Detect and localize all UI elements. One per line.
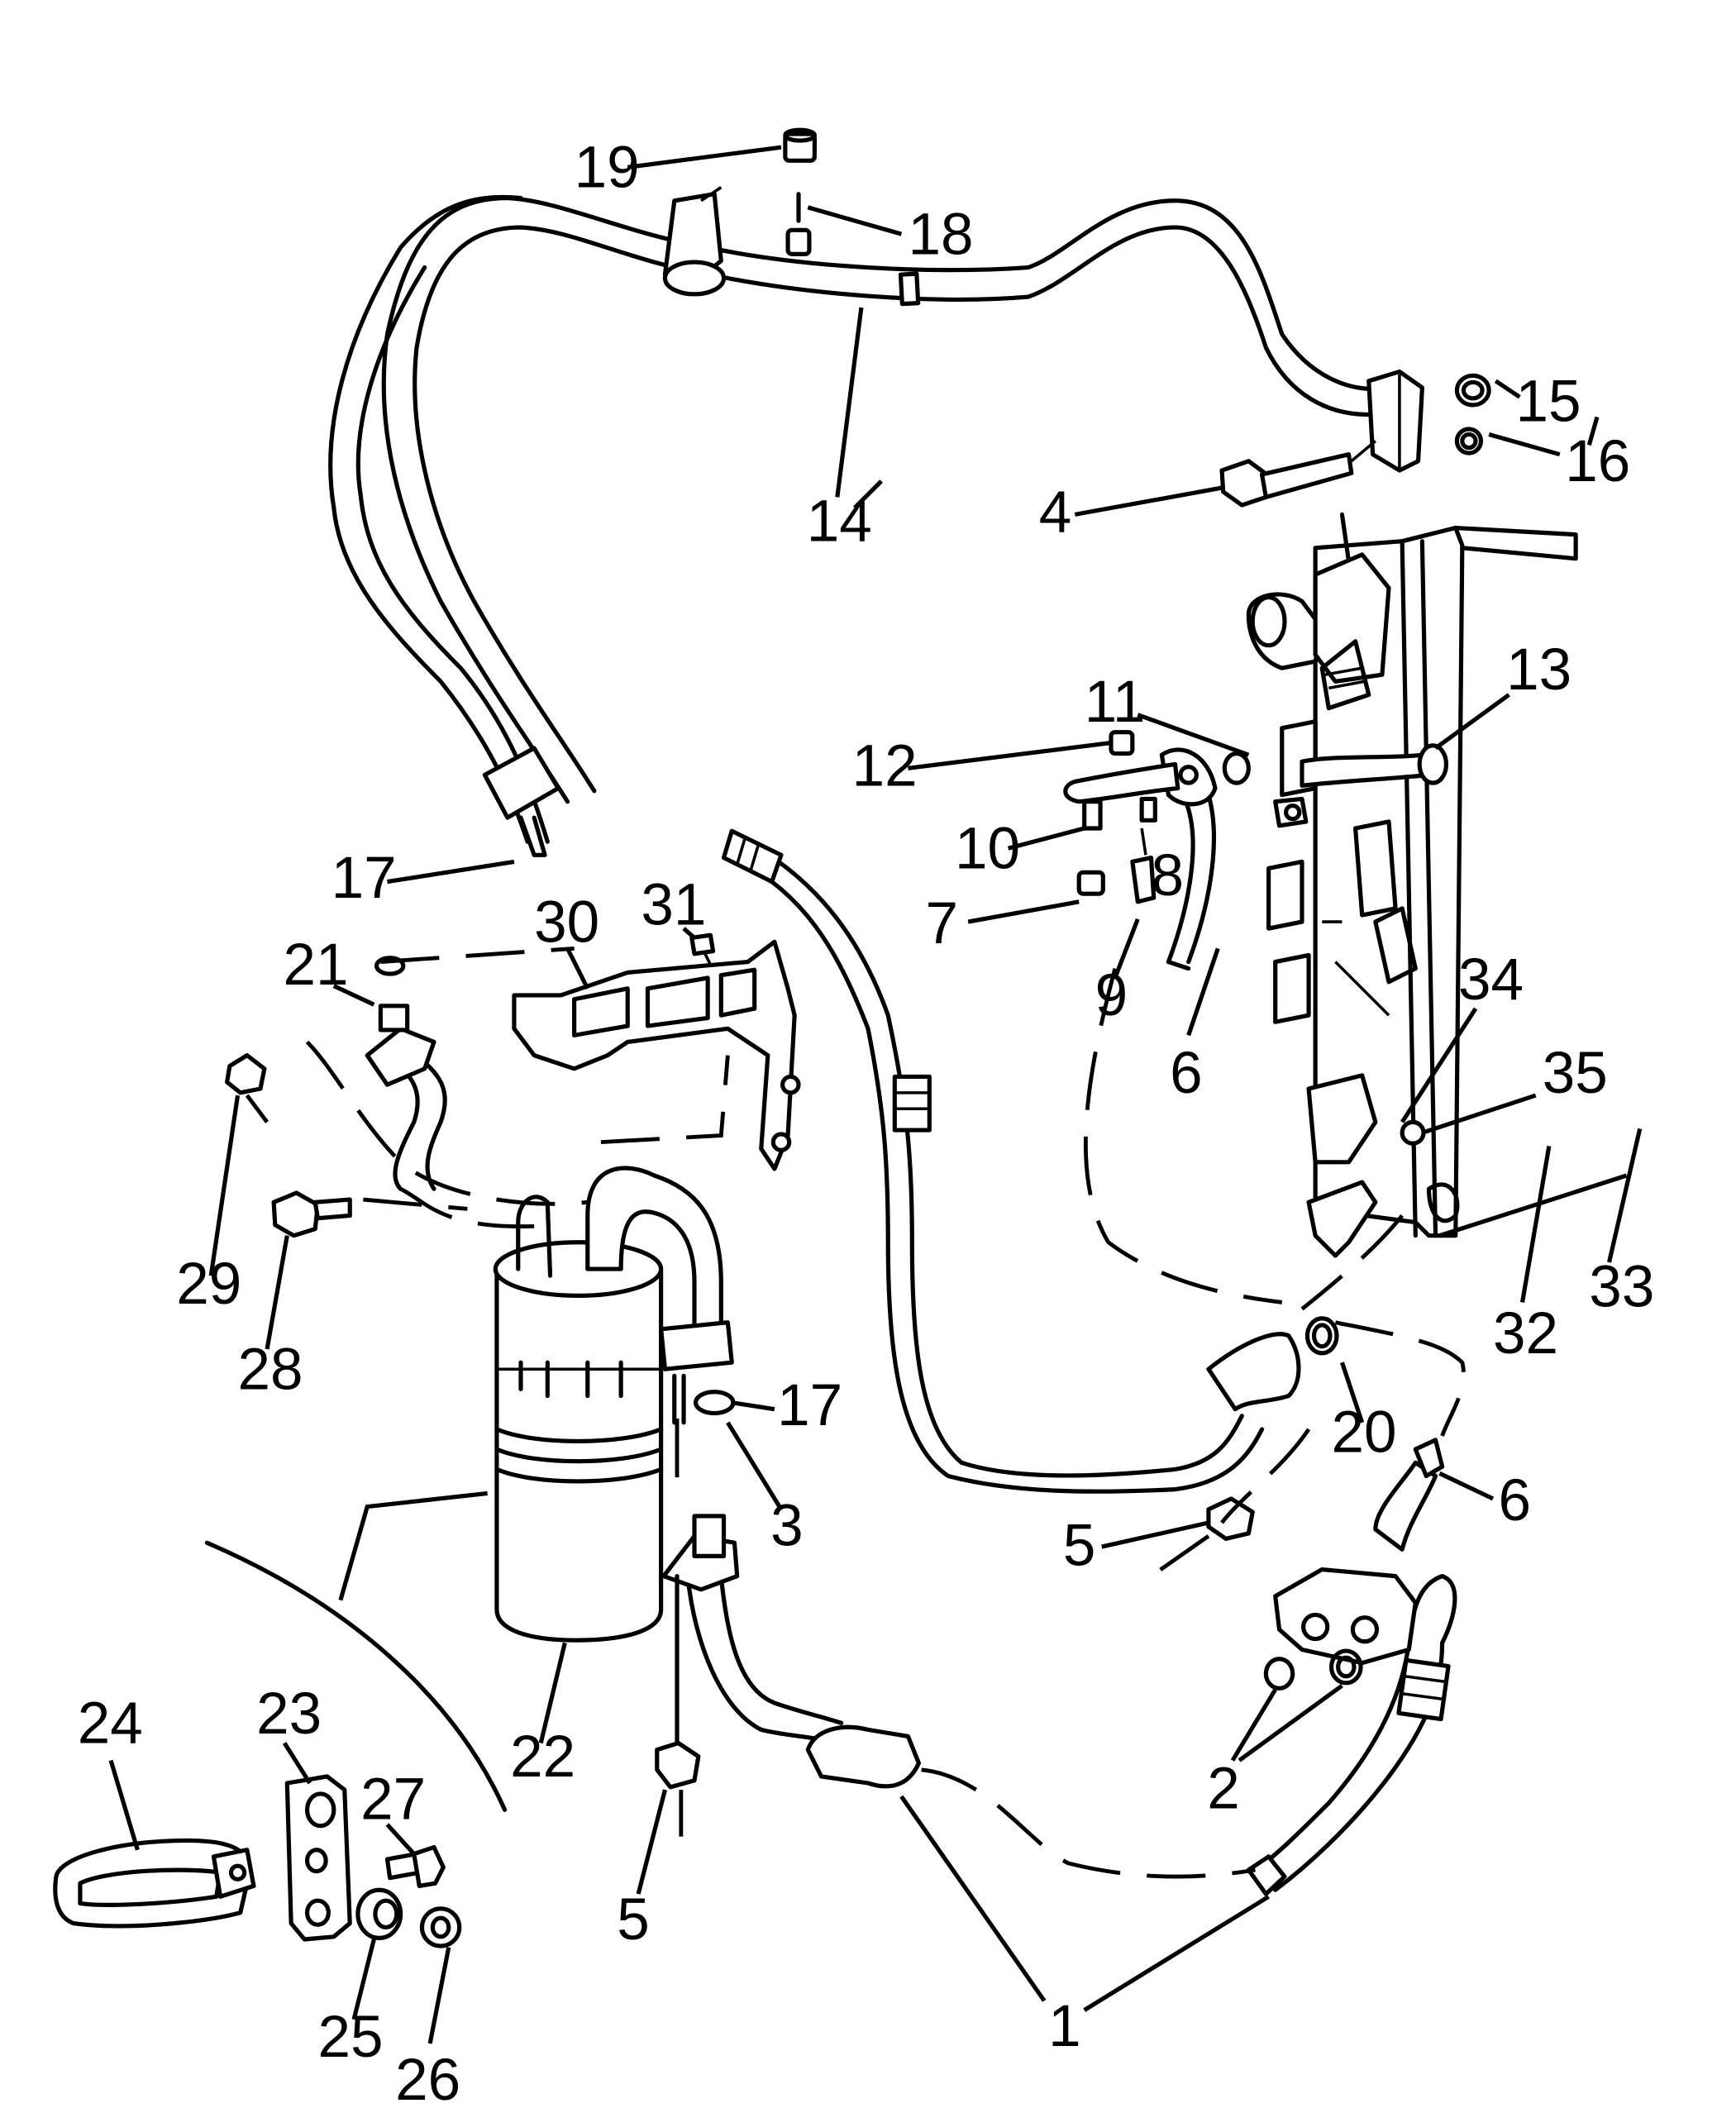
manifold-block [1273,1438,1445,1666]
bolt-4 [1219,440,1376,508]
callout-22: 22 [510,1724,575,1790]
callout-14: 14 [807,489,872,555]
line-crimp-upper [721,828,784,885]
line-junction-marker [898,271,921,307]
callout-5-right: 5 [1063,1514,1096,1579]
valve-core [1139,796,1157,823]
callout-26: 26 [395,2048,460,2108]
tube-fitting-assembly [1063,761,1180,831]
callout-27: 27 [360,1767,426,1833]
callout-5-lower: 5 [617,1887,650,1953]
o-ring-16 [1454,427,1484,455]
callout-16: 16 [1565,429,1630,494]
line-block-fitting [1366,369,1424,473]
callout-labels: 19 18 15 16 14 4 13 11 12 10 8 7 9 6 17 … [78,136,1655,2108]
washer-26 [419,1906,462,1948]
o-ring-17-lower [694,1390,736,1416]
drier-clamp [659,1320,734,1371]
nut-5-right [1206,1496,1255,1541]
callout-8: 8 [1151,843,1184,909]
stud-18 [785,192,812,256]
suction-crimp [1396,1657,1451,1722]
callout-25: 25 [317,2005,383,2070]
reference-arc [204,1540,508,1812]
callout-32: 32 [1493,1301,1558,1366]
callout-23: 23 [256,1681,322,1747]
clip-8-9 [1130,827,1157,904]
receiver-drier-22 [493,1166,734,1643]
upper-line-clip [662,186,727,297]
callout-19: 19 [575,136,640,201]
callout-4: 4 [1039,479,1072,545]
line-crimp-lower [892,1074,932,1133]
callout-6-lower: 6 [1498,1468,1531,1533]
radiator-assembly [1246,512,1578,1258]
o-ring-11 [1222,751,1251,785]
nut-12 [1109,730,1135,756]
callout-2: 2 [1207,1757,1240,1822]
alignment-lines [245,946,1466,1879]
nut-19 [783,127,817,163]
callout-34: 34 [1458,947,1524,1013]
stud-vertical [672,1373,686,1425]
o-ring-20 [1304,1316,1339,1356]
callout-10: 10 [955,816,1020,881]
nut-5-lower [655,1574,701,1790]
callout-9: 9 [1095,963,1128,1028]
callout-35: 35 [1543,1041,1608,1106]
callout-24: 24 [78,1691,143,1757]
screw-31 [689,932,716,966]
bolt-35 [1400,1119,1426,1146]
callout-3: 3 [770,1493,804,1558]
callout-15: 15 [1515,369,1581,434]
o-rings-2 [1263,1648,1363,1691]
callout-13: 13 [1506,637,1571,703]
callout-30: 30 [534,889,599,955]
valve-10 [1082,799,1103,831]
bracket-23 [284,1774,352,1942]
nut-29 [225,1053,267,1095]
leader-lines [108,145,1643,2044]
bracket-30 [512,939,801,1171]
callout-31: 31 [641,872,706,937]
callout-1: 1 [1048,1994,1081,2059]
callout-12: 12 [852,733,918,799]
callout-20: 20 [1332,1400,1397,1465]
cap-7 [1076,870,1105,896]
callout-11: 11 [1085,670,1146,735]
callout-17-lower: 17 [777,1373,842,1438]
bolt-28 [271,1190,352,1238]
callout-21: 21 [283,932,348,998]
callout-29: 29 [176,1252,241,1317]
bolt-27 [384,1844,446,1888]
suction-line-1 [661,1514,1457,1896]
callout-28: 28 [238,1337,303,1402]
fitting-21 [378,1004,410,1033]
grommet-25 [355,1887,403,1940]
callout-33: 33 [1589,1254,1654,1319]
o-ring-15 [1454,373,1491,408]
line-bracket-17-upper [482,746,560,857]
drier-inlet-tube [365,956,447,1191]
callout-18: 18 [908,202,973,267]
callout-17-upper: 17 [331,846,397,911]
strap-clamp-24 [53,1838,256,1929]
callout-6-upper: 6 [1170,1041,1203,1106]
discharge-line [721,828,1301,1494]
callout-7: 7 [925,891,958,956]
